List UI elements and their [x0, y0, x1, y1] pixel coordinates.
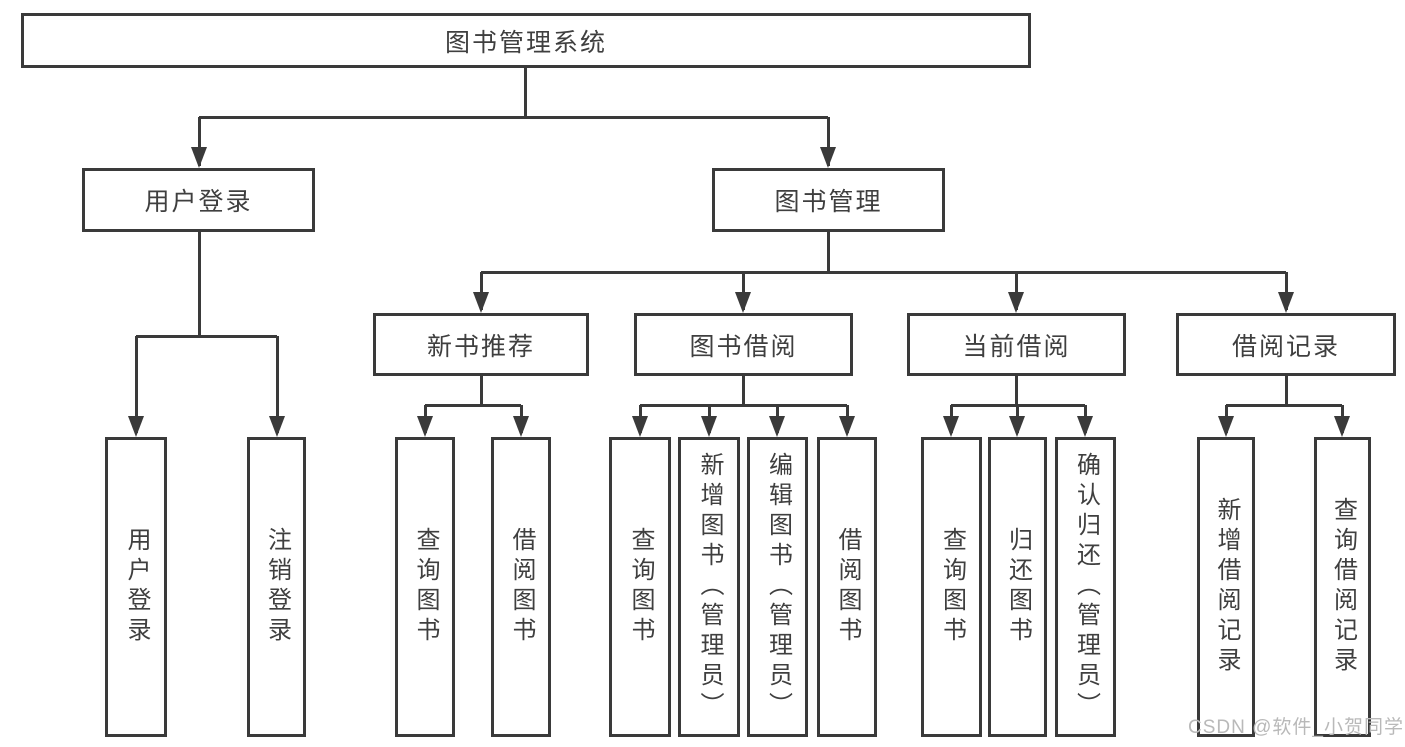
arrow-down-icon	[473, 292, 489, 313]
connector-line	[1284, 374, 1288, 405]
connector-line	[481, 270, 1286, 274]
connector-line	[199, 115, 828, 119]
node-label: 编辑图书（管理员）	[764, 452, 792, 722]
connector-line	[741, 374, 745, 405]
arrow-down-icon	[943, 416, 959, 437]
node-borrow-record: 借阅记录	[1176, 313, 1396, 376]
node-user-login-leaf: 用户登录	[105, 437, 167, 737]
node-label: 图书管理	[774, 188, 883, 216]
node-label: 借阅图书	[508, 527, 535, 647]
node-label: 查询图书	[938, 527, 966, 647]
connector-line	[1014, 272, 1018, 310]
arrow-down-icon	[1218, 416, 1234, 437]
connector-line	[275, 336, 279, 433]
connector-line	[826, 230, 830, 272]
connector-line	[425, 403, 521, 407]
node-label: 用户登录	[144, 188, 253, 216]
arrow-down-icon	[632, 416, 648, 437]
arrow-down-icon	[735, 292, 751, 313]
node-root: 图书管理系统	[21, 13, 1031, 68]
node-label: 借阅图书	[834, 527, 861, 647]
connector-line	[479, 374, 483, 405]
node-logout-leaf: 注销登录	[247, 437, 306, 737]
node-label: 确认归还（管理员）	[1072, 452, 1100, 722]
arrow-down-icon	[269, 416, 285, 437]
arrow-down-icon	[128, 416, 144, 437]
connector-line	[197, 117, 201, 166]
node-book-borrow: 图书借阅	[634, 313, 853, 376]
node-user-login: 用户登录	[82, 168, 315, 232]
connector-line	[1226, 403, 1342, 407]
arrow-down-icon	[820, 147, 836, 168]
arrow-down-icon	[513, 416, 529, 437]
node-label: 归还图书	[1004, 527, 1032, 647]
connector-line	[1284, 272, 1288, 310]
node-borrow-book-2: 借阅图书	[817, 437, 877, 737]
node-add-book-admin: 新增图书（管理员）	[678, 437, 740, 737]
connector-line	[741, 272, 745, 310]
connector-line	[479, 272, 483, 310]
arrow-down-icon	[417, 416, 433, 437]
arrow-down-icon	[1278, 292, 1294, 313]
node-edit-book-admin: 编辑图书（管理员）	[747, 437, 808, 737]
node-confirm-return-admin: 确认归还（管理员）	[1055, 437, 1116, 737]
node-label: 图书管理系统	[444, 28, 607, 57]
arrow-down-icon	[839, 416, 855, 437]
node-label: 查询图书	[412, 527, 439, 647]
connector-line	[1014, 374, 1018, 405]
node-label: 新书推荐	[426, 332, 535, 361]
node-query-book-2: 查询图书	[609, 437, 671, 737]
node-label: 当前借阅	[962, 332, 1071, 361]
arrow-down-icon	[701, 416, 717, 437]
arrow-down-icon	[1008, 292, 1024, 313]
node-label: 图书借阅	[689, 332, 798, 361]
node-current-borrow: 当前借阅	[907, 313, 1126, 376]
connector-line	[640, 403, 847, 407]
csdn-watermark: CSDN @软件_小贺同学	[1188, 717, 1404, 738]
node-query-borrow-record: 查询借阅记录	[1314, 437, 1371, 737]
node-book-mgmt: 图书管理	[712, 168, 945, 232]
node-label: 新增借阅记录	[1213, 497, 1240, 677]
connector-line	[136, 334, 277, 338]
connector-line	[197, 230, 201, 336]
node-new-book-rec: 新书推荐	[373, 313, 589, 376]
node-query-book-3: 查询图书	[921, 437, 982, 737]
node-add-borrow-record: 新增借阅记录	[1197, 437, 1255, 737]
arrow-down-icon	[191, 147, 207, 168]
connector-line	[134, 336, 138, 433]
node-label: 借阅记录	[1231, 332, 1340, 361]
node-borrow-book-1: 借阅图书	[491, 437, 551, 737]
node-label: 用户登录	[123, 527, 150, 647]
arrow-down-icon	[1077, 416, 1093, 437]
arrow-down-icon	[1334, 416, 1350, 437]
arrow-down-icon	[1009, 416, 1025, 437]
connector-line	[523, 68, 527, 117]
node-label: 注销登录	[263, 527, 291, 647]
node-query-book-1: 查询图书	[395, 437, 455, 737]
node-label: 查询图书	[627, 527, 654, 647]
arrow-down-icon	[769, 416, 785, 437]
connector-line	[826, 117, 830, 166]
node-return-book: 归还图书	[988, 437, 1047, 737]
node-label: 查询借阅记录	[1329, 497, 1357, 677]
node-label: 新增图书（管理员）	[696, 452, 723, 722]
